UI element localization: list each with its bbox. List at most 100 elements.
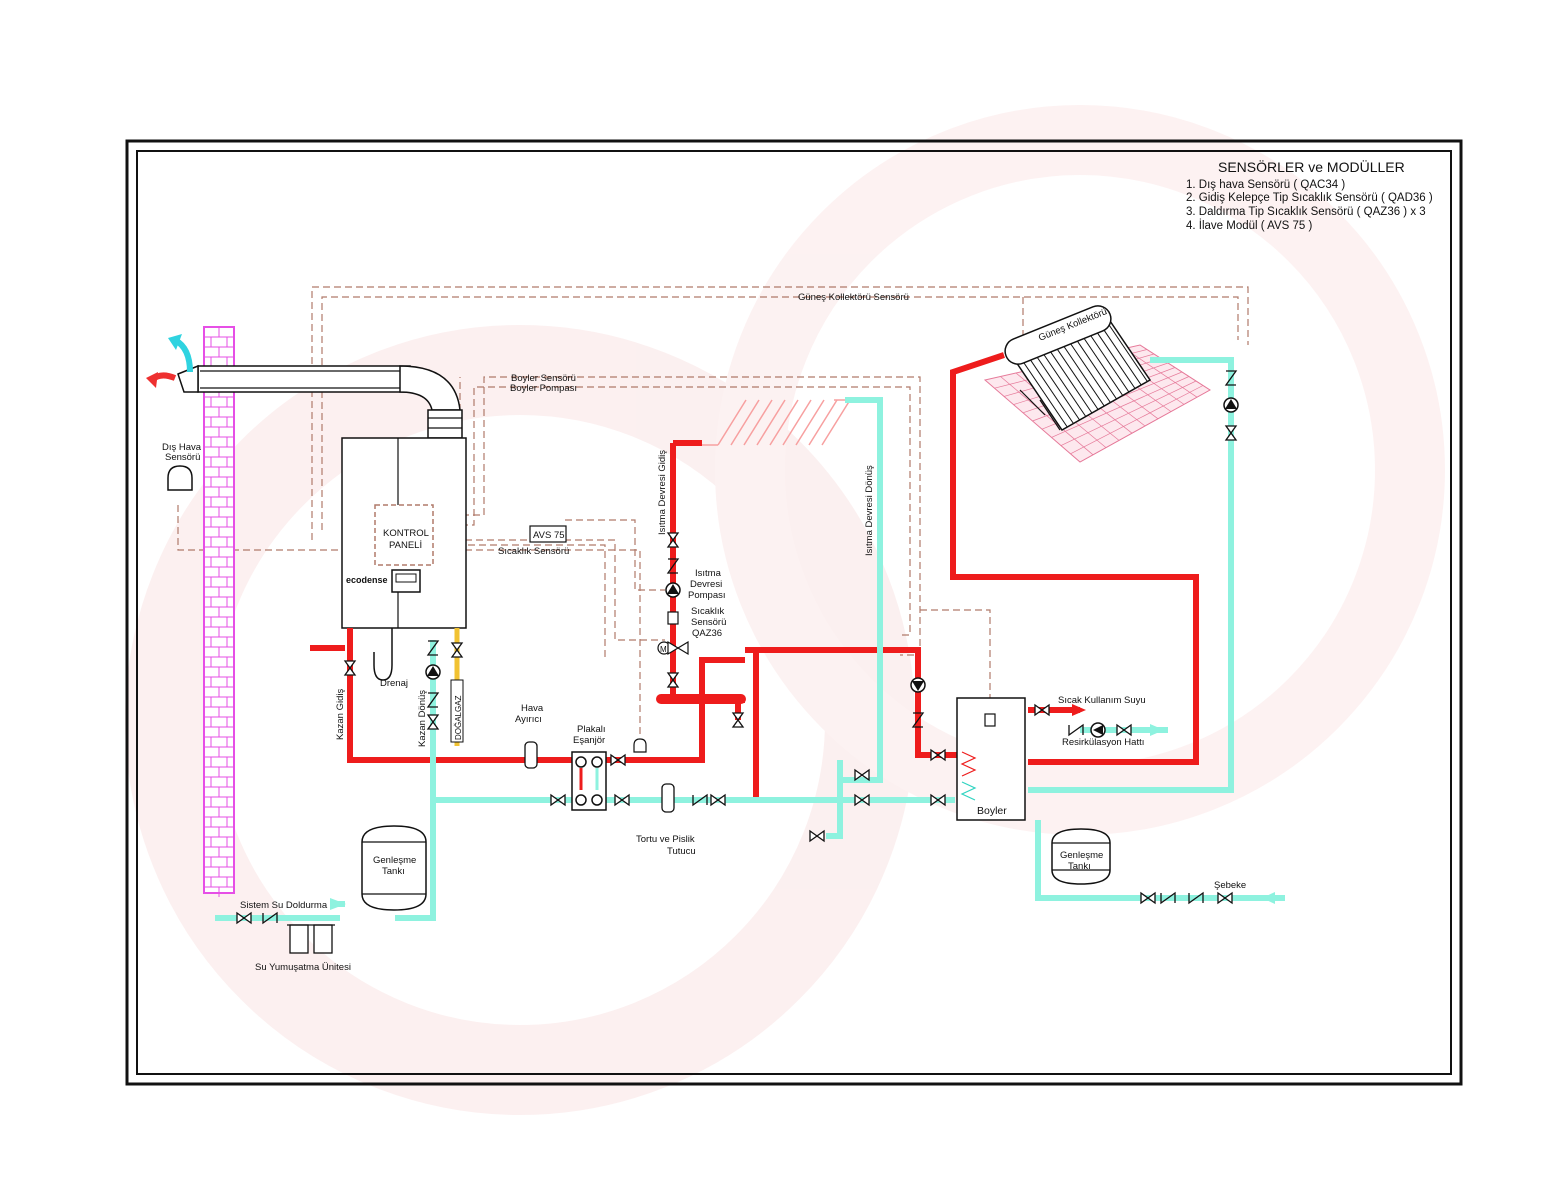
water-softener xyxy=(287,924,335,954)
fill-arrow-icon xyxy=(330,898,346,910)
check-valve-icon xyxy=(262,911,278,925)
drain-label: Drenaj xyxy=(380,678,408,689)
heating-pump-label: Pompası xyxy=(688,590,726,601)
solar-pump-arrow-icon xyxy=(1225,399,1237,409)
heating-supply-label: Isıtma Devresi Gidiş xyxy=(657,450,668,535)
sensor-wires xyxy=(177,286,1249,735)
mixing-valve-icon xyxy=(667,640,680,656)
valve-icon xyxy=(1140,891,1156,905)
expansion-tank-left xyxy=(361,825,427,911)
valve-icon xyxy=(854,768,870,782)
control-panel-label: KONTROL xyxy=(383,528,429,539)
hot-header xyxy=(656,694,746,704)
valve-icon xyxy=(809,829,825,843)
boyler-pump-arrow-icon xyxy=(912,681,924,691)
check-valve-icon xyxy=(1188,891,1204,905)
heating-return-label: Isıtma Devresi Dönüş xyxy=(864,465,875,556)
check-valve-icon xyxy=(1068,723,1084,737)
hex-port xyxy=(575,756,587,768)
solar-sensor-label: Güneş Kollektörü Sensörü xyxy=(798,292,909,303)
check-valve-icon xyxy=(1224,370,1238,386)
valve-icon xyxy=(731,712,745,728)
legend-item: 4. İlave Modül ( AVS 75 ) xyxy=(1186,219,1313,232)
expansion-tank-label: Tankı xyxy=(382,866,405,877)
valve-icon xyxy=(450,642,464,658)
temp-sensor-label: Sıcaklık Sensörü xyxy=(498,546,569,557)
check-valve-icon xyxy=(911,712,925,728)
valve-icon xyxy=(426,714,440,730)
boiler-sensor-label: Boyler Sensörü xyxy=(511,373,576,384)
check-valve-icon xyxy=(692,793,708,807)
boyler-hot-coil xyxy=(960,751,977,777)
valve-icon xyxy=(666,672,680,688)
dirt-separator-label: Tortu ve Pislik xyxy=(636,834,695,845)
solar-collector xyxy=(983,305,1211,463)
air-separator-icon xyxy=(524,741,538,769)
expansion-tank-label: Tankı xyxy=(1068,861,1091,872)
avs-module xyxy=(529,525,567,543)
boiler-return-label: Kazan Dönüş xyxy=(417,690,428,747)
expansion-tank-label: Genleşme xyxy=(373,855,416,866)
boiler-pump-arrow-icon xyxy=(427,666,439,676)
gas-pipe-label-box xyxy=(450,679,464,743)
avs-module-label: AVS 75 xyxy=(533,530,565,541)
valve-icon xyxy=(1217,891,1233,905)
valves xyxy=(236,425,1238,925)
boiler-unit xyxy=(341,437,467,629)
check-valves xyxy=(262,370,1238,925)
valve-icon xyxy=(666,532,680,548)
legend-item: 1. Dış hava Sensörü ( QAC34 ) xyxy=(1186,179,1345,191)
dirt-separator-label: Tutucu xyxy=(667,846,696,857)
boyler-sensor-icon xyxy=(984,713,996,727)
hot-water-arrow-icon xyxy=(1072,704,1086,716)
expansion-tank-right xyxy=(1051,828,1111,885)
mixing-valve-icon xyxy=(676,640,689,656)
hex-port xyxy=(591,794,603,806)
valve-icon xyxy=(710,793,726,807)
valve-icon xyxy=(930,748,946,762)
expansion-tank-label: Genleşme xyxy=(1060,850,1103,861)
air-separator-label: Ayırıcı xyxy=(515,714,542,725)
outdoor-sensor-icon xyxy=(167,465,193,491)
flue-intake-arrowhead-icon xyxy=(168,334,182,350)
air-separator-label: Hava xyxy=(521,703,544,714)
boyler-solar-coil xyxy=(960,781,977,801)
softener-label: Su Yumuşatma Ünitesi xyxy=(255,962,351,973)
recirc-arrow-icon xyxy=(1150,724,1164,736)
legend-item: 3. Daldırma Tip Sıcaklık Sensörü ( QAZ36… xyxy=(1186,206,1426,218)
control-panel-label: PANELİ xyxy=(389,540,422,551)
qaz-sensor-icon xyxy=(667,611,679,625)
valve-icon xyxy=(550,793,566,807)
natural-gas-label: DOĞALGAZ xyxy=(454,695,463,740)
qaz-label: QAZ36 xyxy=(692,628,722,639)
legend-item: 2. Gidiş Kelepçe Tip Sıcaklık Sensörü ( … xyxy=(1186,192,1433,204)
outdoor-sensor-label: Dış Hava xyxy=(162,442,202,453)
qaz-label: Sıcaklık xyxy=(691,606,725,617)
valve-icon xyxy=(614,793,630,807)
inner-frame xyxy=(136,150,1452,1075)
dirt-separator-icon xyxy=(661,783,675,813)
legend-title: SENSÖRLER ve MODÜLLER xyxy=(1218,158,1405,175)
plate-hex-label: Eşanjör xyxy=(573,735,605,746)
valve-icon xyxy=(930,793,946,807)
flue-exhaust-arrowhead-icon xyxy=(146,372,158,388)
outdoor-sensor-label: Sensörü xyxy=(165,452,200,463)
qaz-label: Sensörü xyxy=(691,617,726,628)
check-valve-icon xyxy=(666,558,680,574)
check-valve-icon xyxy=(426,640,440,656)
recirculation-label: Resirkülasyon Hattı xyxy=(1062,737,1144,748)
hot-water-label: Sıcak Kullanım Suyu xyxy=(1058,695,1146,706)
boyler-label: Boyler xyxy=(977,805,1007,817)
valve-icon xyxy=(1116,723,1132,737)
hex-port xyxy=(591,756,603,768)
valve-icon xyxy=(610,753,626,767)
check-valve-icon xyxy=(1160,891,1176,905)
valve-icon xyxy=(1034,703,1050,717)
recirc-pump-arrow-icon xyxy=(1093,725,1103,735)
drain-trap xyxy=(373,628,393,681)
brand-logo: ecodense xyxy=(346,575,388,585)
mains-label: Şebeke xyxy=(1214,880,1246,891)
valve-icon xyxy=(1224,425,1238,441)
valve-icon xyxy=(343,660,357,676)
